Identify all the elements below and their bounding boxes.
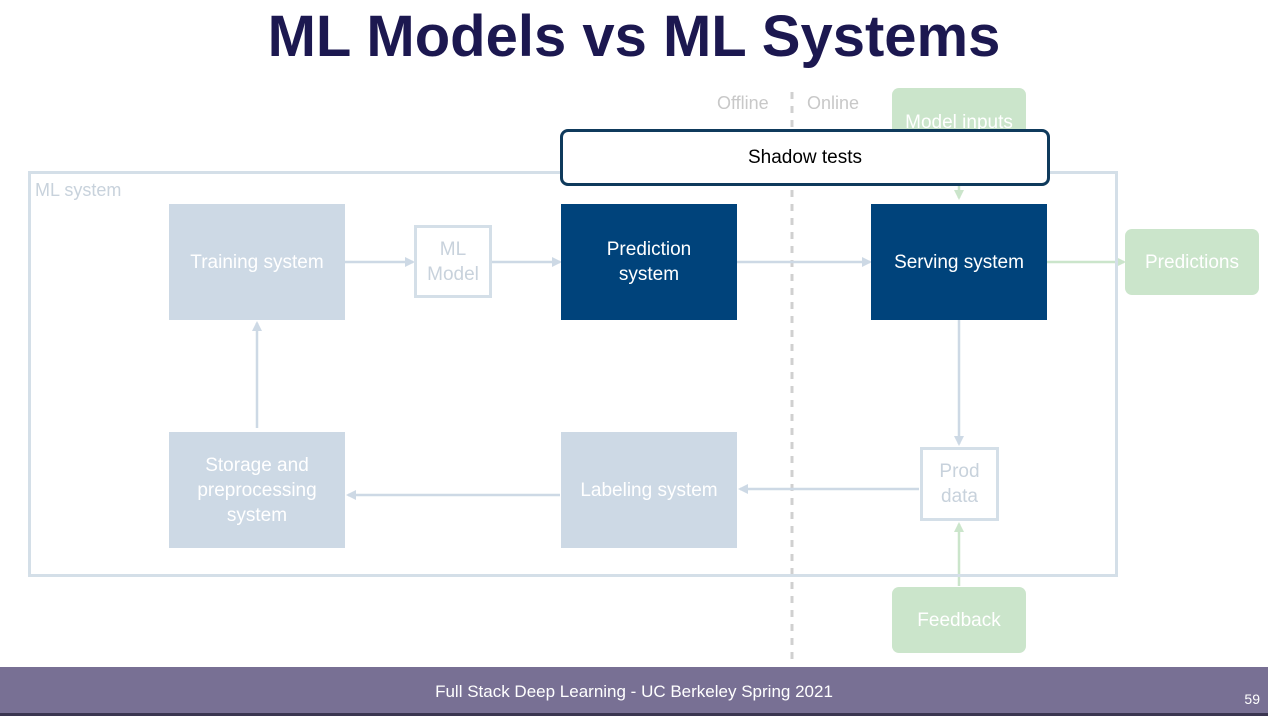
page-number: 59 <box>1244 691 1260 707</box>
ml-system-label: ML system <box>35 180 122 200</box>
footer-rule <box>0 713 1268 716</box>
labeling-system-block: Labeling system <box>561 432 737 548</box>
slide-title: ML Models vs ML Systems <box>267 4 1001 69</box>
predictions-block: Predictions <box>1125 229 1259 295</box>
feedback-block: Feedback <box>892 587 1026 653</box>
prediction-system-block: Prediction system <box>561 204 737 320</box>
prod-data-block: Prod data <box>920 447 999 521</box>
footer-bar: Full Stack Deep Learning - UC Berkeley S… <box>0 667 1268 713</box>
shadow-tests-callout: Shadow tests <box>560 129 1050 186</box>
training-system-block: Training system <box>169 204 345 320</box>
serving-system-block: Serving system <box>871 204 1047 320</box>
ml-model-block: ML Model <box>414 225 492 298</box>
online-label: Online <box>807 93 860 113</box>
footer-text: Full Stack Deep Learning - UC Berkeley S… <box>435 682 833 701</box>
offline-label: Offline <box>717 93 769 113</box>
storage-preprocessing-block: Storage and preprocessing system <box>169 432 345 548</box>
